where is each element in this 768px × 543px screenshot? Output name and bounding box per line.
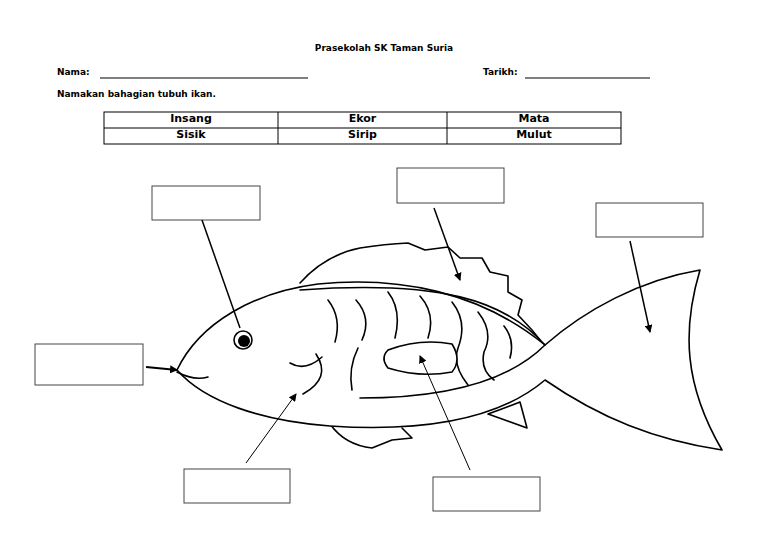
name-underline [100,78,308,79]
word-table [104,112,621,144]
answer-box [184,469,290,503]
page-title: Prasekolah SK Taman Suria [0,44,768,54]
fish-eye [234,331,252,349]
leader-arrow [630,241,650,332]
table-cell: Mulut [447,129,621,141]
leader-arrow [246,394,296,463]
gill-line [303,354,322,394]
name-field: Nama: [57,68,90,78]
answer-box [35,344,143,385]
table-cell: Mata [447,113,621,125]
table-cell: Sirip [278,129,447,141]
fish-mouth [177,372,208,378]
fish-cheek [290,357,322,366]
leader-arrow [420,356,470,470]
date-field: Tarikh: [483,68,518,78]
date-underline [525,78,650,79]
leader-line [202,220,240,328]
answer-box [596,203,703,237]
body-stripe [328,300,366,390]
eye-pupil [238,335,250,347]
instruction: Namakan bahagian tubuh ikan. [57,90,216,100]
table-cell: Sisik [104,129,278,141]
leader-arrow [434,208,460,280]
body-line [300,287,545,398]
leader-arrow [146,367,177,370]
answer-box [152,186,260,220]
table-cell: Insang [104,113,278,125]
answer-box [433,477,540,511]
answer-box [397,168,504,203]
table-cell: Ekor [278,113,447,125]
